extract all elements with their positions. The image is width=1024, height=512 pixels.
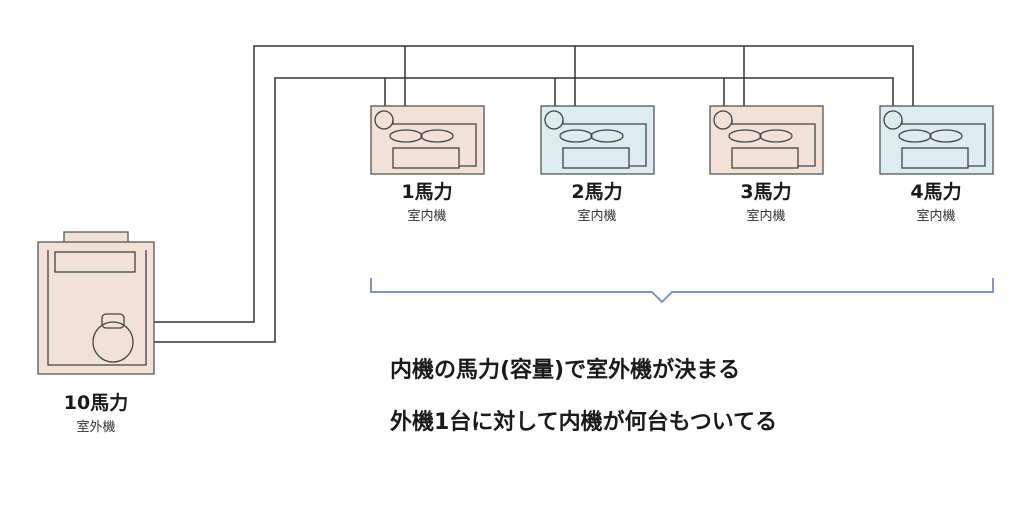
indoor-unit-pipe-loop	[731, 120, 816, 167]
indoor-unit-body	[879, 105, 994, 175]
fan-blade-left-icon	[389, 129, 423, 143]
indoor-unit-pipe-loop	[392, 120, 477, 167]
fan-blade-right-icon	[420, 129, 454, 143]
outdoor-unit-fan-hub	[101, 313, 125, 329]
fan-blade-left-icon	[898, 129, 932, 143]
indoor-unit-power: 3馬力	[740, 180, 791, 203]
indoor-unit-label: 室内機	[746, 208, 785, 224]
indoor-unit-body	[540, 105, 655, 175]
fan-blade-right-icon	[759, 129, 793, 143]
indoor-unit-label: 室内機	[407, 208, 446, 224]
indoor-unit-power: 4馬力	[910, 180, 961, 203]
coil-panel	[562, 147, 630, 169]
outdoor-unit-power: 10馬力	[64, 391, 128, 414]
fan-blade-right-icon	[929, 129, 963, 143]
outdoor-unit-label: 室外機	[76, 419, 115, 435]
fan-blade-left-icon	[559, 129, 593, 143]
indoor-unit-label: 室内機	[916, 208, 955, 224]
indoor-unit-2: 2馬力 室内機	[540, 105, 655, 224]
indoor-unit-label: 室内機	[577, 208, 616, 224]
indoor-unit-body	[370, 105, 485, 175]
pipe-outer	[140, 45, 914, 323]
note-line-1: 内機の馬力(容量)で室外機が決まる	[390, 358, 741, 383]
indoor-unit-power: 2馬力	[571, 180, 622, 203]
coil-panel	[731, 147, 799, 169]
note-line-2: 外機1台に対して内機が何台もついてる	[390, 410, 778, 435]
indoor-unit-power: 1馬力	[401, 180, 452, 203]
refrigerant-pipes	[140, 45, 914, 343]
coil-panel	[392, 147, 460, 169]
indoor-group-bracket	[370, 278, 994, 304]
fan-blade-right-icon	[590, 129, 624, 143]
indoor-unit-pipe-loop	[562, 120, 647, 167]
outdoor-unit-fan-icon	[92, 321, 134, 363]
indoor-unit-body	[709, 105, 824, 175]
outdoor-unit-panel	[54, 251, 136, 273]
indoor-unit-pipe-loop	[901, 120, 986, 167]
fan-blade-left-icon	[728, 129, 762, 143]
coil-panel	[901, 147, 969, 169]
pipe-inner	[140, 77, 894, 343]
indoor-unit-4: 4馬力 室内機	[879, 105, 994, 224]
outdoor-unit: 10馬力 室外機	[37, 231, 155, 435]
indoor-unit-3: 3馬力 室内機	[709, 105, 824, 224]
indoor-unit-1: 1馬力 室内機	[370, 105, 485, 224]
outdoor-unit-inner-frame	[47, 250, 147, 366]
